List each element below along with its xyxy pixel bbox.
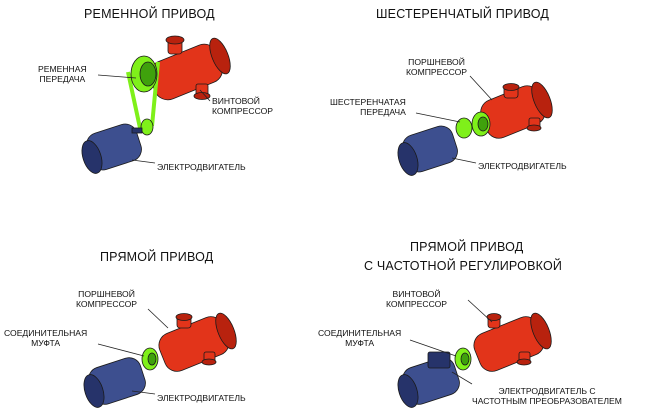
motor-with-inverter-shape: [397, 351, 460, 408]
panel-title: РЕМЕННОЙ ПРИВОД: [84, 7, 215, 21]
label-electric-motor: ЭЛЕКТРОДВИГАТЕЛЬ: [157, 162, 246, 172]
label-coupling: СОЕДИНИТЕЛЬНАЯ МУФТА: [318, 328, 402, 348]
label-piston-compressor: ПОРШНЕВОЙ КОМПРЕССОР: [406, 57, 468, 77]
label-gear-transmission: ШЕСТЕРЕНЧАТАЯ ПЕРЕДАЧА: [330, 97, 406, 117]
panel-title: ПРЯМОЙ ПРИВОД: [100, 250, 214, 264]
label-piston-compressor: ПОРШНЕВОЙ КОМПРЕССОР: [76, 289, 138, 309]
panel-title: ШЕСТЕРЕНЧАТЫЙ ПРИВОД: [376, 7, 550, 21]
motor-shape: [83, 357, 146, 408]
belt-transmission-shape: [126, 55, 160, 136]
coupling-shape: [141, 347, 159, 371]
label-coupling: СОЕДИНИТЕЛЬНАЯ МУФТА: [4, 328, 88, 348]
coupling-shape: [454, 347, 472, 371]
panel-title-line1: ПРЯМОЙ ПРИВОД: [410, 240, 524, 254]
compressor-shape: [473, 312, 552, 372]
motor-shape: [397, 125, 458, 176]
panel-title-line2: С ЧАСТОТНОЙ РЕГУЛИРОВКОЙ: [364, 259, 563, 273]
label-electric-motor: ЭЛЕКТРОДВИГАТЕЛЬ: [478, 161, 567, 171]
compressor-shape: [148, 35, 231, 101]
label-belt-transmission: РЕМЕННАЯ ПЕРЕДАЧА: [38, 64, 87, 84]
label-screw-compressor: ВИНТОВОЙ КОМПРЕССОР: [386, 289, 448, 309]
compressor-shape: [480, 81, 553, 139]
motor-shape: [81, 123, 143, 174]
gear-transmission-shape: [455, 111, 491, 139]
label-motor-with-inverter: ЭЛЕКТРОДВИГАТЕЛЬ С ЧАСТОТНЫМ ПРЕОБРАЗОВА…: [472, 386, 622, 406]
compressor-shape: [158, 312, 237, 372]
label-electric-motor: ЭЛЕКТРОДВИГАТЕЛЬ: [157, 393, 246, 403]
label-screw-compressor: ВИНТОВОЙ КОМПРЕССОР: [212, 96, 274, 116]
